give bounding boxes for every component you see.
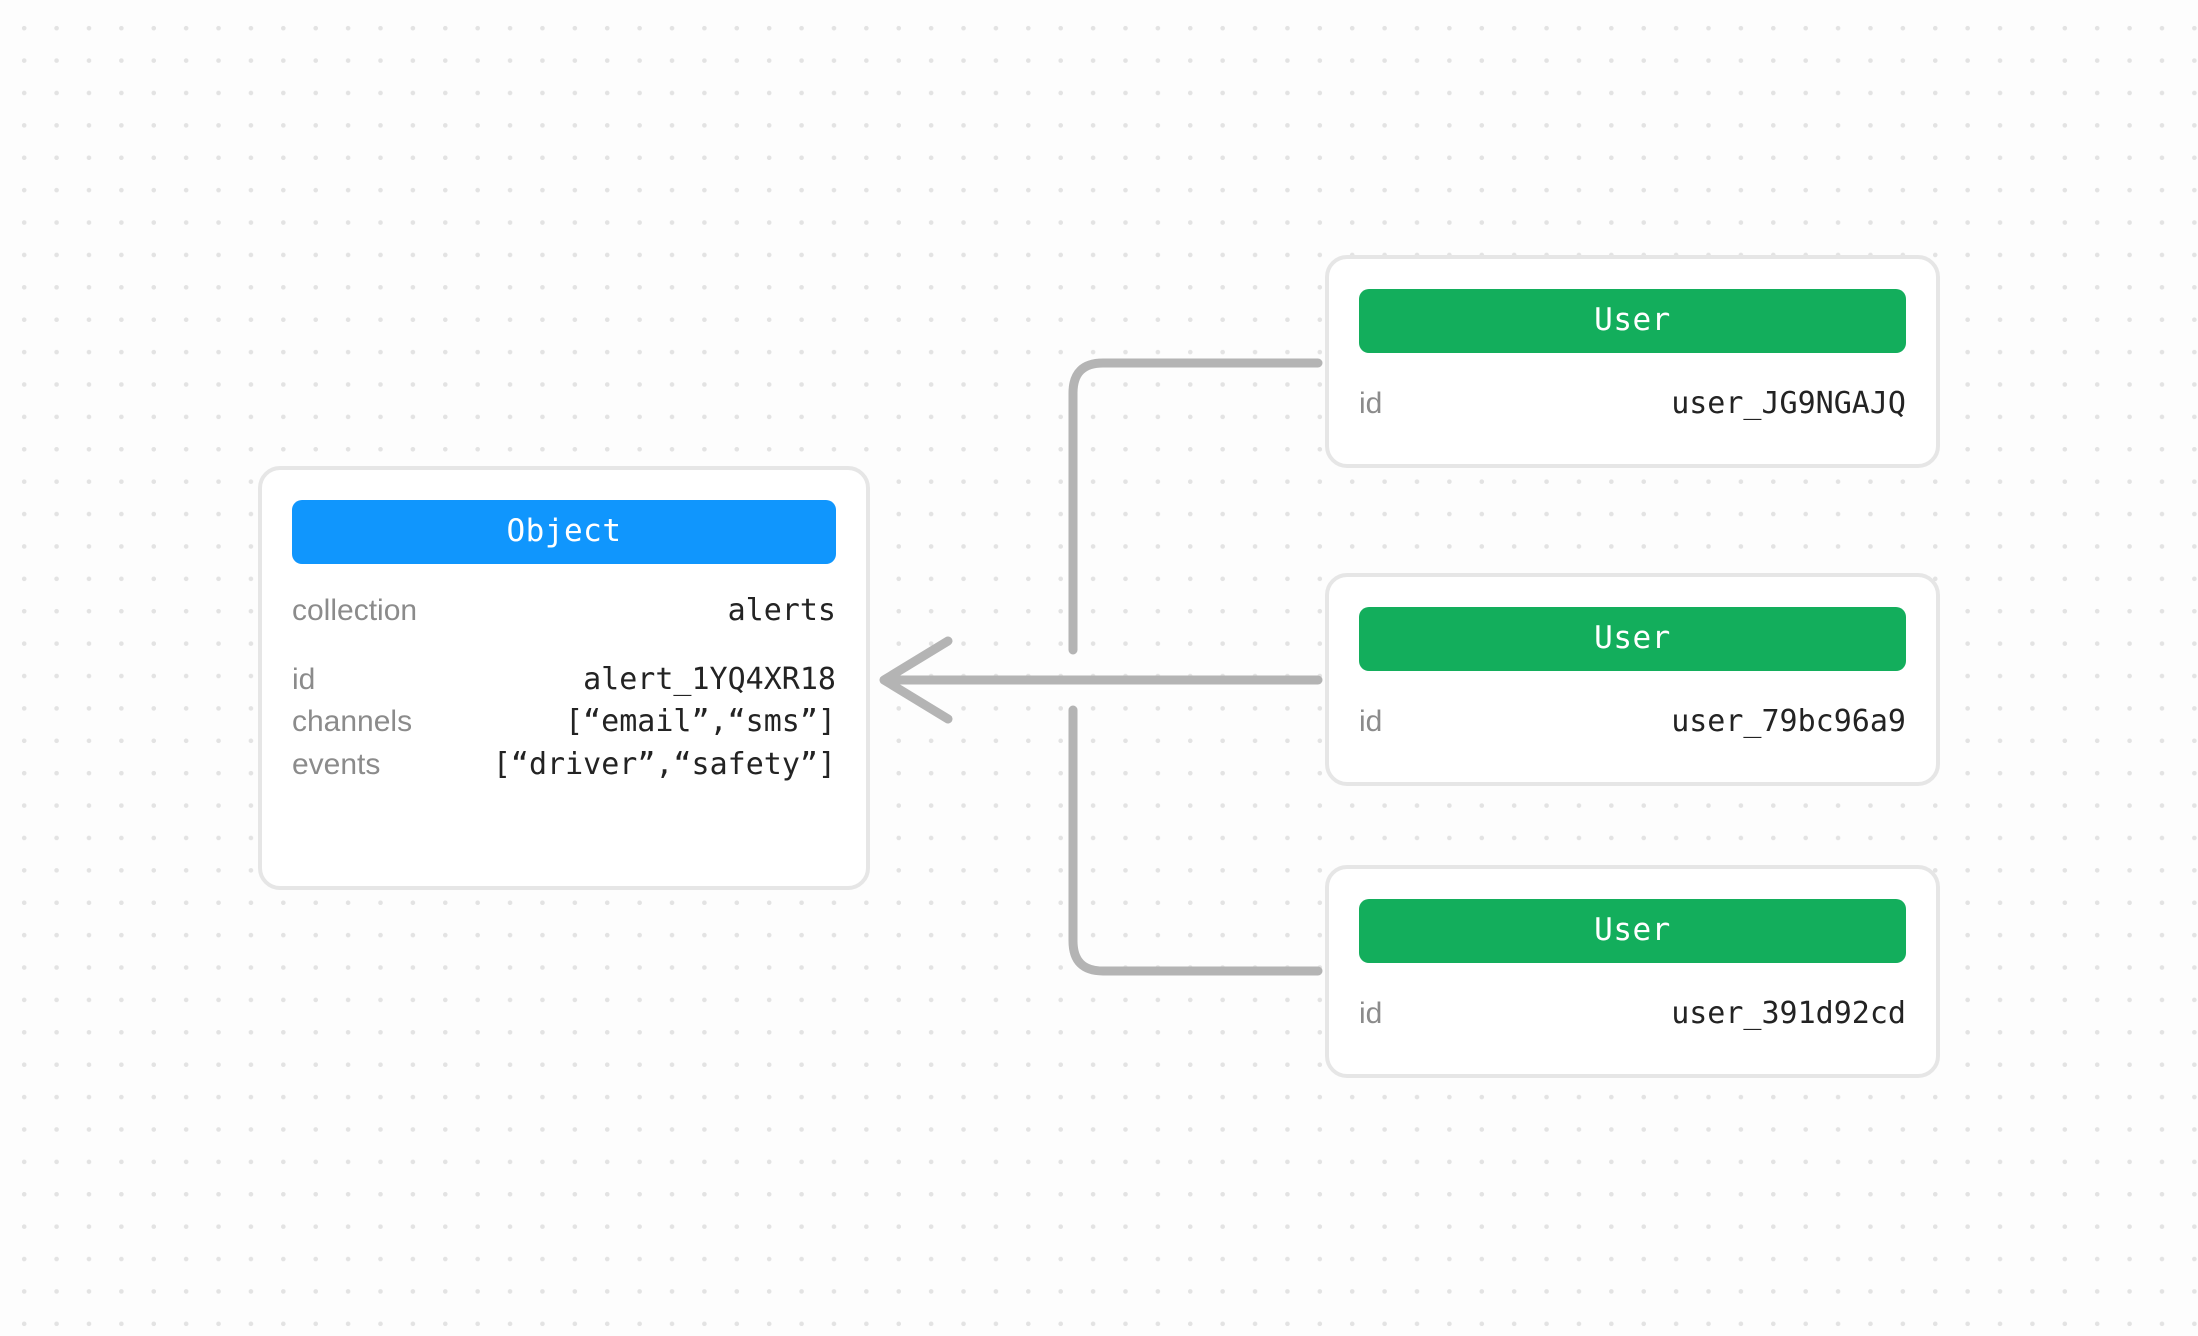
node-user-2-rows: id user_79bc96a9 (1359, 701, 1906, 744)
row-value: [“driver”,“safety”] (492, 746, 836, 782)
edge-user-1 (1068, 358, 1323, 655)
table-row: id user_JG9NGAJQ (1359, 383, 1906, 426)
row-key: channels (292, 705, 413, 739)
table-row: channels [“email”,“sms”] (292, 701, 836, 744)
row-key: id (1359, 997, 1383, 1030)
edge-arrowhead (879, 636, 953, 724)
row-key: collection (292, 594, 418, 627)
row-key: id (1359, 705, 1383, 738)
row-value: alerts (727, 593, 836, 628)
node-user-1-header: User (1359, 289, 1906, 353)
node-object-rows: collection alerts id alert_1YQ4XR18 chan… (292, 590, 836, 786)
node-object-header: Object (292, 500, 836, 564)
row-value: [“email”,“sms”] (565, 704, 836, 740)
table-row: id user_391d92cd (1359, 993, 1906, 1036)
node-user-2-header: User (1359, 607, 1906, 671)
node-user-3-header: User (1359, 899, 1906, 963)
edge-user-3 (1068, 705, 1323, 976)
row-key: events (292, 747, 381, 781)
table-row: id alert_1YQ4XR18 (292, 659, 836, 702)
row-key: id (1359, 387, 1383, 420)
row-spacer (292, 633, 836, 659)
row-value: alert_1YQ4XR18 (583, 661, 836, 697)
node-user-2[interactable]: User id user_79bc96a9 (1325, 573, 1940, 786)
row-value: user_JG9NGAJQ (1671, 386, 1906, 421)
table-row: collection alerts (292, 590, 836, 633)
node-object[interactable]: Object collection alerts id alert_1YQ4XR… (258, 466, 870, 890)
node-user-3-rows: id user_391d92cd (1359, 993, 1906, 1036)
node-user-1[interactable]: User id user_JG9NGAJQ (1325, 255, 1940, 468)
row-key: id (292, 662, 316, 696)
row-value: user_391d92cd (1671, 996, 1906, 1031)
table-row: events [“driver”,“safety”] (292, 744, 836, 787)
node-user-3[interactable]: User id user_391d92cd (1325, 865, 1940, 1078)
node-user-1-rows: id user_JG9NGAJQ (1359, 383, 1906, 426)
table-row: id user_79bc96a9 (1359, 701, 1906, 744)
row-value: user_79bc96a9 (1671, 704, 1906, 739)
